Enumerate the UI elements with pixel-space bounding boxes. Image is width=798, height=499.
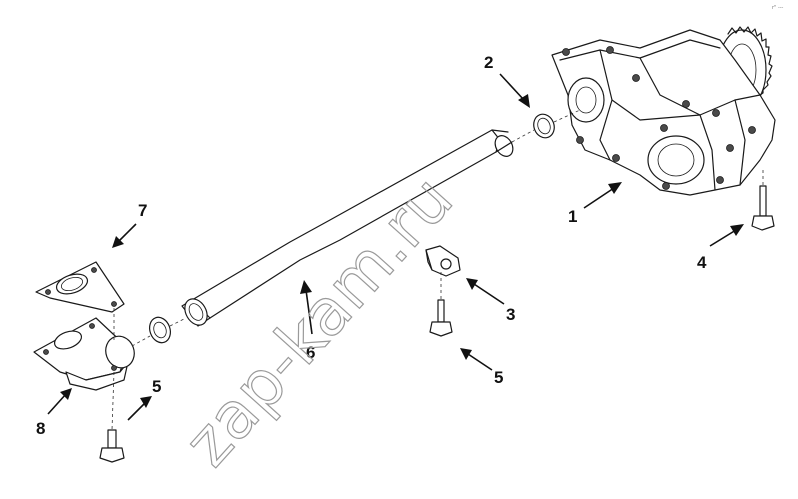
corner-mark: r" --- (772, 5, 784, 11)
callout-4: 4 (697, 253, 707, 272)
bolt-5-bracket (429, 299, 453, 337)
watermark-text: zap-kam.ru (171, 163, 468, 481)
callout-7: 7 (138, 201, 147, 220)
callout-1: 1 (568, 207, 577, 226)
callout-arrows (47, 73, 744, 421)
callout-labels: 1 2 3 4 5 5 6 7 8 (36, 53, 707, 438)
suction-tube (181, 129, 514, 327)
callout-6: 6 (306, 343, 315, 362)
o-ring-lower (149, 316, 171, 344)
tube-bracket (425, 245, 461, 277)
callout-5-bracket: 5 (494, 368, 503, 387)
bolt-4 (751, 185, 775, 231)
inlet-flange (33, 317, 135, 391)
oil-pump-housing (551, 26, 776, 196)
bolt-5-flange (99, 429, 125, 463)
flange-gasket (35, 261, 125, 313)
assembly-lines (111, 109, 764, 431)
callout-8: 8 (36, 419, 45, 438)
callout-5-flange: 5 (152, 377, 161, 396)
o-ring-upper (533, 113, 555, 139)
callout-2: 2 (484, 53, 493, 72)
callout-3: 3 (506, 305, 515, 324)
